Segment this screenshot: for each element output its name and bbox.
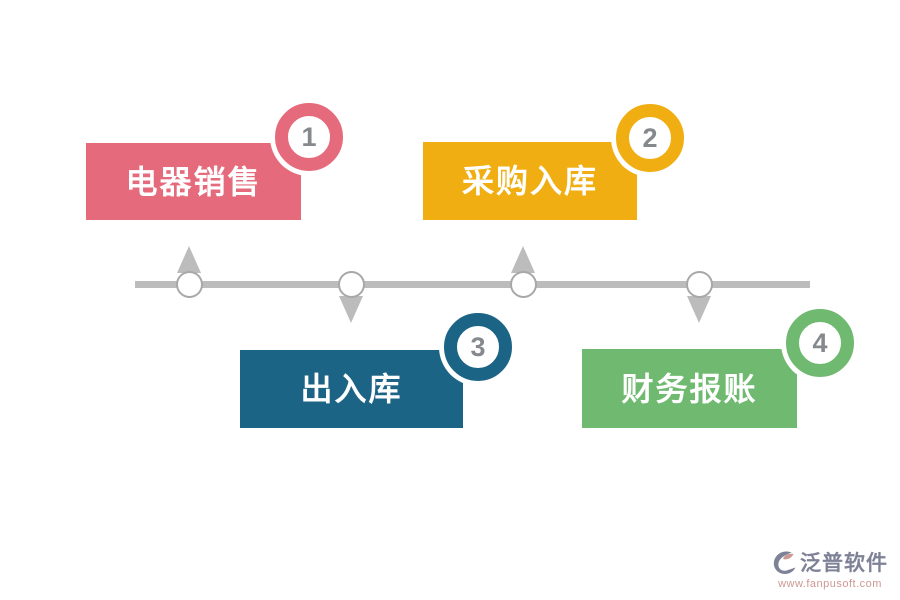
step-label-3: 出入库 [300, 371, 403, 407]
step-badge-2: 2 [616, 104, 684, 172]
step-number-3: 3 [470, 331, 486, 362]
down-arrow-icon [339, 296, 363, 323]
step-box-2: 采购入库 [423, 142, 637, 220]
step-label-4: 财务报账 [621, 370, 758, 407]
timeline-node [176, 271, 203, 298]
timeline-node [338, 271, 365, 298]
step-number-1: 1 [301, 121, 317, 152]
timeline-line [135, 281, 810, 288]
step-number-4: 4 [812, 327, 828, 358]
timeline-node [510, 271, 537, 298]
step-box-4: 财务报账 [582, 349, 797, 428]
watermark: 泛普软件 www.fanpusoft.com [772, 547, 888, 590]
watermark-url: www.fanpusoft.com [778, 578, 882, 590]
step-badge-4: 4 [786, 309, 854, 377]
up-arrow-icon [511, 246, 535, 273]
fanpu-logo-icon [772, 549, 798, 575]
watermark-brand-row: 泛普软件 [772, 547, 888, 577]
step-label-2: 采购入库 [461, 163, 598, 199]
up-arrow-icon [177, 246, 201, 273]
step-box-1: 电器销售 [86, 143, 301, 220]
watermark-brand: 泛普软件 [800, 552, 888, 575]
step-number-2: 2 [642, 122, 658, 153]
step-label-1: 电器销售 [125, 163, 262, 200]
step-badge-3: 3 [444, 313, 512, 381]
down-arrow-icon [687, 296, 711, 323]
timeline-node [686, 271, 713, 298]
step-badge-1: 1 [275, 103, 343, 171]
step-box-3: 出入库 [240, 350, 463, 428]
